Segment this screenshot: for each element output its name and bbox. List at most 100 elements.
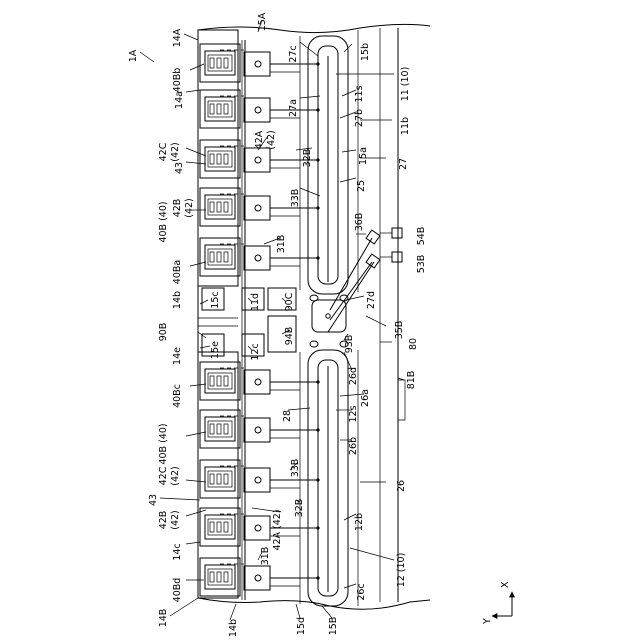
label-81b: 81B: [406, 371, 417, 390]
label-40bb: 40Bb: [172, 68, 183, 93]
label-42a-paren: (42): [266, 130, 277, 150]
cell-tab: [244, 418, 270, 442]
label-32b-lower: 32B: [294, 499, 305, 518]
label-31b-lower: 31B: [260, 547, 271, 566]
leader-line: [322, 606, 332, 618]
cell-terminal: [217, 202, 221, 212]
label-43-lower: 43: [148, 494, 159, 506]
cell-terminal: [210, 376, 214, 386]
cell-tab-hole: [255, 477, 261, 483]
cell-terminal: [210, 252, 214, 262]
label-26d: 26d: [348, 367, 359, 385]
label-54b: 54B: [416, 227, 427, 246]
cell-module: [200, 238, 320, 276]
label-14a: 14a: [174, 91, 185, 109]
cell-terminal: [210, 154, 214, 164]
label-42c-paren: (42): [170, 142, 181, 162]
label-26a: 26a: [360, 389, 371, 407]
cell-terminal: [217, 522, 221, 532]
cell-tab-hole: [255, 157, 261, 163]
leader-line: [230, 604, 236, 620]
cell-inner: [208, 55, 232, 71]
label-90b: 90B: [158, 323, 169, 342]
cell-terminal: [217, 424, 221, 434]
fuse-3: [310, 341, 318, 347]
cell-tab: [244, 98, 270, 122]
cell-terminal: [210, 104, 214, 114]
label-11-10: 11 (10): [400, 67, 411, 102]
cell-terminal: [217, 252, 221, 262]
label-40bd: 40Bd: [172, 578, 183, 603]
label-43: 43: [174, 162, 185, 174]
cell-terminal: [217, 58, 221, 68]
label-40b-40-lower: 40B (40): [158, 423, 169, 464]
cell-inner: [208, 471, 232, 487]
label-15e: 15e: [210, 341, 221, 359]
cell-tab-hole: [255, 525, 261, 531]
label-26: 26: [396, 480, 407, 492]
leader-line: [186, 162, 206, 164]
cell-junction-dot: [316, 428, 319, 431]
cell-terminal: [217, 154, 221, 164]
label-35b: 35B: [394, 321, 405, 340]
board-top-edge: [198, 24, 430, 32]
cell-terminal: [210, 58, 214, 68]
label-42a-lower: 42A (42): [272, 509, 283, 550]
leader-line: [296, 604, 300, 618]
leader-line: [346, 296, 364, 300]
cell-junction-dot: [316, 206, 319, 209]
cell-terminal: [210, 424, 214, 434]
cell-terminal: [224, 252, 228, 262]
cell-terminal: [224, 104, 228, 114]
cell-window: [205, 515, 235, 539]
cell-tab-hole: [255, 427, 261, 433]
cell-window: [205, 97, 235, 121]
cell-inner: [208, 151, 232, 167]
cell-terminal: [224, 376, 228, 386]
cell-module: [200, 410, 320, 448]
cell-terminal: [210, 202, 214, 212]
label-14b: 14b: [172, 291, 183, 309]
label-26b: 26b: [348, 437, 359, 455]
cell-tab: [244, 370, 270, 394]
label-33b-lower: 33B: [290, 459, 301, 478]
label-14b-lower: 14b: [228, 619, 239, 637]
leader-line: [186, 432, 206, 436]
label-11b: 11b: [400, 117, 411, 135]
cell-terminal: [210, 474, 214, 484]
label-14e: 14e: [172, 347, 183, 365]
cell-inner: [208, 421, 232, 437]
label-27b: 27b: [354, 109, 365, 127]
label-27a: 27a: [288, 99, 299, 117]
cell-window: [205, 565, 235, 589]
cell-inner: [208, 199, 232, 215]
cell-terminal: [217, 376, 221, 386]
leader-line: [186, 148, 206, 156]
node-27d: [326, 314, 330, 318]
leader-line: [186, 480, 206, 482]
leader-line: [344, 584, 356, 588]
label-15a: 15a: [358, 147, 369, 165]
axis-x-label: X: [500, 581, 511, 588]
label-12-10: 12 (10): [396, 553, 407, 588]
cell-inner: [208, 101, 232, 117]
cell-junction-dot: [316, 526, 319, 529]
cell-inner: [208, 249, 232, 265]
cell-terminal: [224, 424, 228, 434]
label-15a-board: 15A: [257, 12, 268, 31]
cell-window: [205, 195, 235, 219]
label-94b: 94B: [284, 327, 295, 346]
label-42b-lower-paren: (42): [170, 510, 181, 530]
cell-junction-dot: [316, 158, 319, 161]
cell-window: [205, 51, 235, 75]
leader-line: [300, 96, 320, 98]
label-11d: 11d: [250, 293, 261, 311]
cell-window: [205, 147, 235, 171]
cell-terminal: [217, 572, 221, 582]
cell-terminal: [224, 572, 228, 582]
bridge-90B: [198, 318, 238, 326]
label-42a: 42A: [254, 130, 265, 149]
cell-junction-dot: [316, 256, 319, 259]
